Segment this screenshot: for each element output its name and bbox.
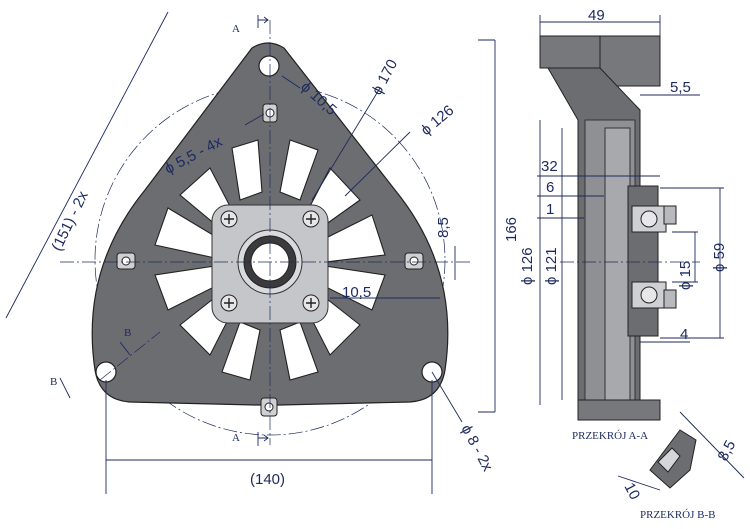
dim-32: 32 xyxy=(541,158,558,175)
dim-phi126-aa: ϕ 126 xyxy=(519,247,536,285)
dim-phi126: ϕ 126 xyxy=(418,102,458,139)
dim-line-phi170 xyxy=(311,87,381,201)
dim-8-5: 8,5 xyxy=(435,217,452,238)
mounting-hole-top xyxy=(258,55,280,77)
dim-6: 6 xyxy=(546,179,554,196)
dim-166: 166 xyxy=(503,217,520,242)
section-aa: 49 5,5 32 6 1 ϕ 126 ϕ 121 ϕ 15 ϕ 59 4 PR… xyxy=(519,7,728,442)
section-aa-caption: PRZEKRÓJ A-A xyxy=(572,430,648,442)
dim-phi8: ϕ 8 - 2x xyxy=(457,422,496,475)
dim-line-phi5-5 xyxy=(244,113,265,126)
dim-phi59: ϕ 59 xyxy=(711,243,728,272)
dim-phi170: ϕ 170 xyxy=(369,57,402,98)
dim-4: 4 xyxy=(680,326,688,343)
section-marker-bb-right: B xyxy=(124,327,131,339)
dim-line-151 xyxy=(5,11,169,319)
dim-bb-10: 10 xyxy=(620,480,643,503)
dim-49: 49 xyxy=(588,7,605,24)
dim-bb-8-5: 8,5 xyxy=(715,437,740,463)
section-marker-top: A xyxy=(232,23,240,35)
dim-line-phi8 xyxy=(431,371,463,423)
dim-1: 1 xyxy=(546,201,554,218)
dim-5-5: 5,5 xyxy=(670,79,691,96)
hub-screws xyxy=(220,210,320,312)
front-view: A A B B (151) - 2x ϕ 170 ϕ 10,5 ϕ 126 ϕ … xyxy=(5,11,520,494)
dim-line-phi126 xyxy=(344,131,411,197)
dim-line-bb-8-5 xyxy=(679,411,745,479)
section-bb-caption: PRZEKRÓJ B-B xyxy=(640,509,716,521)
dim-10-5: 10,5 xyxy=(342,284,371,301)
dim-line-bb-10 xyxy=(617,475,661,491)
dim-phi121: ϕ 121 xyxy=(543,247,560,285)
mounting-hole-left xyxy=(95,361,117,383)
dim-line-phi10-5 xyxy=(281,75,301,89)
dim-phi15: ϕ 15 xyxy=(677,261,694,290)
section-marker-bb-left: B xyxy=(50,376,57,388)
dim-140: (140) xyxy=(250,471,285,488)
small-holes xyxy=(116,103,424,417)
section-bb: 8,5 10 PRZEKRÓJ B-B xyxy=(617,411,745,521)
dim-151: (151) - 2x xyxy=(48,188,92,254)
section-marker-bottom: A xyxy=(232,432,240,444)
spoke-openings xyxy=(154,139,386,381)
